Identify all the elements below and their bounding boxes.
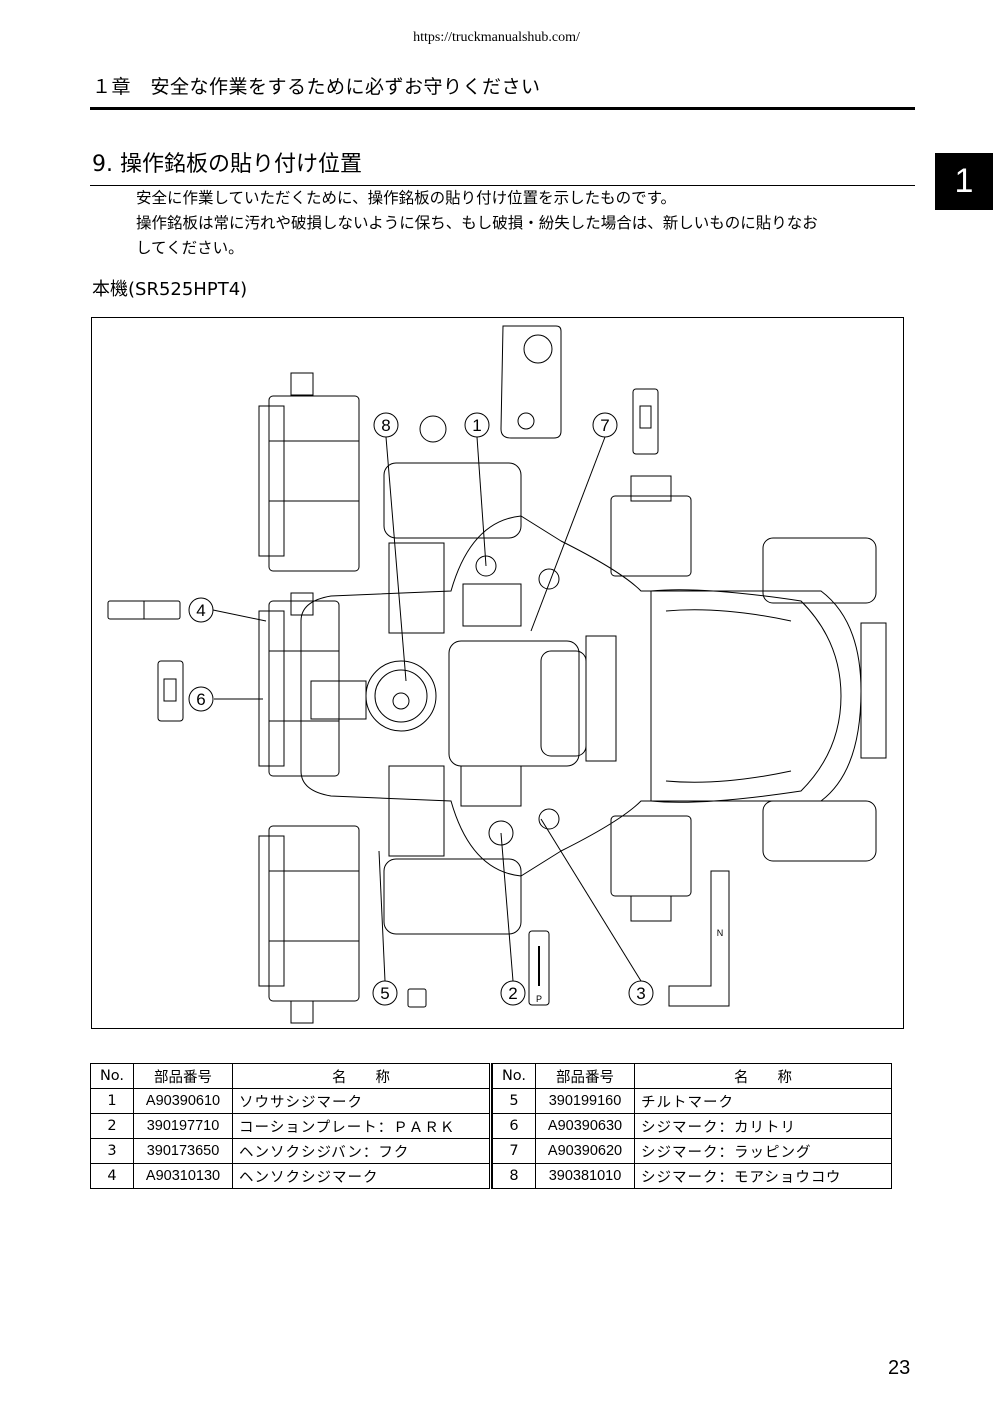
neutral-decal-letter: N	[717, 928, 724, 938]
callout-label: 5	[380, 984, 389, 1003]
header-name: 名 称	[634, 1063, 892, 1089]
callout-label: 7	[600, 416, 609, 435]
cell-part: A90390630	[535, 1113, 635, 1139]
cell-no: 7	[492, 1138, 536, 1164]
cell-no: 4	[90, 1163, 134, 1189]
table-row: 3 390173650 ヘンソクシジバン：フク 7 A90390620 シジマー…	[90, 1138, 892, 1164]
header-part-number: 部品番号	[535, 1063, 635, 1089]
chapter-rule	[90, 107, 915, 110]
cell-name: シジマーク：カリトリ	[634, 1113, 892, 1139]
cell-no: 2	[90, 1113, 134, 1139]
chapter-heading: １章 安全な作業をするために必ずお守りください	[92, 76, 541, 98]
cell-name: シジマーク：ラッピング	[634, 1138, 892, 1164]
callout-label: 4	[196, 601, 205, 620]
intro-line: してください。	[136, 239, 244, 257]
cell-part: A90390620	[535, 1138, 635, 1164]
cell-no: 5	[492, 1088, 536, 1114]
intro-line: 安全に作業していただくために、操作銘板の貼り付け位置を示したものです。	[136, 189, 677, 207]
cell-part: 390381010	[535, 1163, 635, 1189]
callout-label: 6	[196, 690, 205, 709]
machine-body	[300, 515, 862, 877]
cell-part: A90310130	[133, 1163, 233, 1189]
front-tires	[383, 462, 522, 935]
cell-part: 390199160	[535, 1088, 635, 1114]
cell-name: ソウサシジマーク	[232, 1088, 491, 1114]
page-number: 23	[888, 1357, 911, 1379]
parts-table: No. 部品番号 名 称 No. 部品番号 名 称 1 A90390610 ソウ…	[90, 1063, 892, 1189]
cell-name: チルトマーク	[634, 1088, 892, 1114]
header-part-number: 部品番号	[133, 1063, 233, 1089]
model-subtitle: 本機(SR525HPT4)	[92, 279, 248, 300]
callout-label: 2	[508, 984, 517, 1003]
table-row: 4 A90310130 ヘンソクシジマーク 8 390381010 シジマーク：…	[90, 1163, 892, 1189]
table-row: 1 A90390610 ソウサシジマーク 5 390199160 チルトマーク	[90, 1088, 892, 1114]
cell-no: 1	[90, 1088, 134, 1114]
header-name: 名 称	[232, 1063, 491, 1089]
callout-markers	[188, 412, 654, 1006]
cell-name: ヘンソクシジバン：フク	[232, 1138, 491, 1164]
mower-drawing: 1 2 3 4 5 6 7 8 P N	[107, 325, 887, 1024]
table-header-row: No. 部品番号 名 称 No. 部品番号 名 称	[90, 1063, 892, 1089]
cell-name: コーションプレート：ＰＡＲＫ	[232, 1113, 491, 1139]
decal-insets	[107, 325, 730, 1008]
callout-label: 3	[636, 984, 645, 1003]
right-reel-units	[610, 475, 692, 922]
table-row: 2 390197710 コーションプレート：ＰＡＲＫ 6 A90390630 シ…	[90, 1113, 892, 1139]
decal-location-figure: 1 2 3 4 5 6 7 8 P N	[91, 317, 904, 1029]
cell-no: 8	[492, 1163, 536, 1189]
header-no: No.	[90, 1063, 134, 1089]
cell-no: 3	[90, 1138, 134, 1164]
section-rule	[90, 185, 915, 186]
cell-part: A90390610	[133, 1088, 233, 1114]
cell-no: 6	[492, 1113, 536, 1139]
cell-part: 390173650	[133, 1138, 233, 1164]
cell-name: ヘンソクシジマーク	[232, 1163, 491, 1189]
leader-lines	[212, 436, 642, 982]
header-no: No.	[492, 1063, 536, 1089]
cell-part: 390197710	[133, 1113, 233, 1139]
source-url: https://truckmanualshub.com/	[413, 30, 580, 45]
intro-line: 操作銘板は常に汚れや破損しないように保ち、もし破損・紛失した場合は、新しいものに…	[136, 214, 818, 232]
intro-text: 安全に作業していただくために、操作銘板の貼り付け位置を示したものです。 操作銘板…	[136, 186, 906, 261]
rear-wheels	[762, 537, 887, 862]
left-reel-units	[258, 372, 360, 1024]
section-title: 9. 操作銘板の貼り付け位置	[92, 152, 362, 177]
callout-label: 1	[472, 416, 481, 435]
cell-name: シジマーク：モアショウコウ	[634, 1163, 892, 1189]
chapter-tab: 1	[935, 153, 993, 210]
park-decal-letter: P	[536, 994, 542, 1004]
callout-label: 8	[381, 416, 390, 435]
